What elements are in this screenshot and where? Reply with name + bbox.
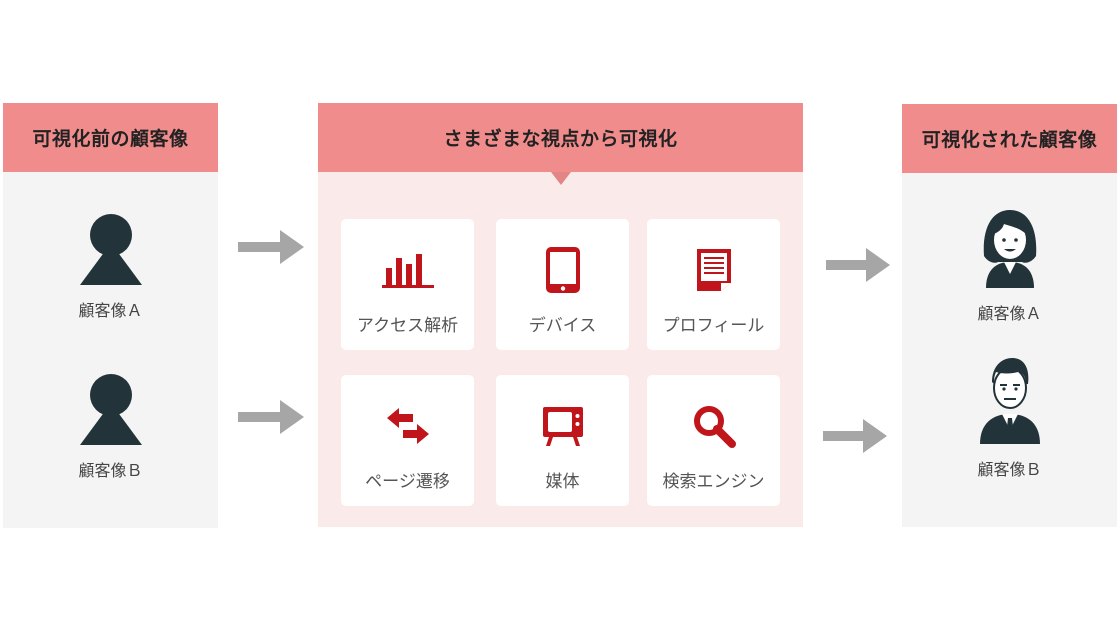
card-device: デバイス (496, 219, 629, 350)
document-icon (695, 247, 733, 293)
card-label: アクセス解析 (357, 311, 458, 336)
card-media: 媒体 (496, 375, 629, 506)
panel-perspectives-title: さまざまな視点から可視化 (318, 103, 803, 172)
card-page-transition: ページ遷移 (341, 375, 474, 506)
card-access-analysis: アクセス解析 (341, 219, 474, 350)
bar-chart-icon (382, 252, 434, 288)
tv-icon (541, 405, 585, 447)
card-search-engine: 検索エンジン (647, 375, 780, 506)
header-pointer (551, 172, 571, 185)
businessman-avatar-icon (974, 354, 1046, 444)
woman-avatar-icon (974, 206, 1046, 288)
right-arrow-icon (826, 248, 890, 282)
visualized-customer-b: 顧客像Ｂ (974, 354, 1046, 480)
right-arrow-icon (238, 400, 304, 434)
customer-b-label: 顧客像Ｂ (78, 457, 144, 481)
card-label: プロフィール (663, 311, 765, 336)
panel-perspectives: さまざまな視点から可視化 アクセス解析 デバイス (318, 103, 803, 527)
person-silhouette-icon (78, 213, 144, 285)
right-arrow-icon (238, 230, 304, 264)
magnifier-icon (692, 404, 736, 448)
card-label: デバイス (529, 311, 597, 336)
anonymous-customer-a: 顧客像Ａ (78, 213, 144, 321)
customer-a-label: 顧客像Ａ (78, 297, 144, 321)
panel-after-title: 可視化された顧客像 (902, 104, 1117, 173)
card-label: ページ遷移 (365, 467, 450, 492)
card-profile: プロフィール (647, 219, 780, 350)
panel-after-visualization: 可視化された顧客像 顧客像Ａ 顧客像Ｂ (902, 104, 1117, 527)
panel-before-title: 可視化前の顧客像 (3, 103, 218, 172)
swap-arrows-icon (385, 406, 431, 446)
panel-before-visualization: 可視化前の顧客像 顧客像Ａ 顧客像Ｂ (3, 103, 218, 528)
person-silhouette-icon (78, 373, 144, 445)
anonymous-customer-b: 顧客像Ｂ (78, 373, 144, 481)
right-arrow-icon (823, 419, 887, 453)
card-label: 検索エンジン (663, 467, 765, 492)
visualized-customer-a: 顧客像Ａ (974, 206, 1046, 324)
customer-b-label: 顧客像Ｂ (974, 456, 1046, 480)
customer-a-label: 顧客像Ａ (974, 300, 1046, 324)
card-label: 媒体 (546, 467, 580, 492)
tablet-icon (545, 246, 581, 294)
